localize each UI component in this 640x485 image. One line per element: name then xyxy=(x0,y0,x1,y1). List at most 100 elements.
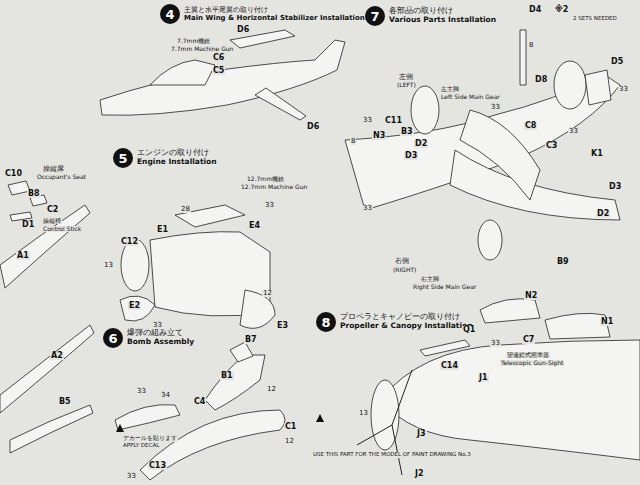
step-title-text: Engine Installation xyxy=(137,158,217,167)
callout-number: 33 xyxy=(264,202,275,209)
part-label: 右主脚 xyxy=(420,276,440,282)
part-label: Occupant's Seat xyxy=(36,174,87,180)
callout-number: 8 xyxy=(350,138,356,145)
step-number: 8 xyxy=(316,312,336,332)
part-label: C7 xyxy=(522,336,535,344)
part-label: A1 xyxy=(16,252,30,260)
part-label: C8 xyxy=(524,122,537,130)
part-label: Q1 xyxy=(462,326,476,334)
part-label: C13 xyxy=(148,462,167,470)
part-label: 左主脚 xyxy=(440,86,460,92)
callout-number: 33 xyxy=(362,117,373,124)
part-label: Right Side Main Gear xyxy=(412,284,477,290)
step-heading: 8プロペラとキャノピーの取り付けPropeller & Canopy Insta… xyxy=(316,312,473,332)
callout-number: 33 xyxy=(490,104,501,111)
part-label: 7.7mm Machine Gun xyxy=(170,46,234,52)
part-label: C3 xyxy=(545,142,558,150)
part-label: C14 xyxy=(440,362,459,370)
callout-number: 33 xyxy=(126,473,137,480)
step-title-text: プロペラとキャノピーの取り付け xyxy=(340,313,473,322)
part-label: B9 xyxy=(556,258,570,266)
part-label: E3 xyxy=(276,322,289,330)
part-label: J1 xyxy=(478,374,489,382)
step-title-text: Main Wing & Horizontal Stabilizer Instal… xyxy=(184,14,365,22)
part-label: C2 xyxy=(46,206,59,214)
part-label: A2 xyxy=(50,352,64,360)
part-label: 左側 xyxy=(398,74,414,81)
part-label: C11 xyxy=(384,117,403,125)
part-label: D6 xyxy=(306,123,320,131)
step-title-text: Bomb Assembly xyxy=(127,338,194,347)
part-label: D2 xyxy=(596,210,610,218)
step-heading: 7各部品の取り付けVarious Parts Installation xyxy=(365,6,496,26)
part-label: C4 xyxy=(193,398,206,406)
step-title-text: 各部品の取り付け xyxy=(389,7,496,16)
step-title: プロペラとキャノピーの取り付けPropeller & Canopy Instal… xyxy=(340,313,473,330)
callout-number: 33 xyxy=(362,205,373,212)
part-label: B5 xyxy=(58,398,72,406)
callout-number: 12 xyxy=(266,386,277,393)
step-title-text: Various Parts Installation xyxy=(389,16,496,25)
callout-number: 13 xyxy=(358,410,369,417)
part-label: D5 xyxy=(610,58,624,66)
part-label: N2 xyxy=(524,292,538,300)
part-label: J2 xyxy=(414,470,425,478)
part-label: Telescopic Gun-Sight xyxy=(500,360,564,366)
callout-number: 12 xyxy=(262,290,273,297)
callout-number: 12 xyxy=(284,438,295,445)
step-title-text: 爆弾の組み立て xyxy=(127,329,194,338)
callout-number: 33 xyxy=(568,128,579,135)
part-label: B1 xyxy=(220,372,234,380)
step-title: エンジンの取り付けEngine Installation xyxy=(137,149,217,166)
callout-number: 33 xyxy=(618,86,629,93)
part-label: C5 xyxy=(212,67,225,75)
part-label: C6 xyxy=(212,54,225,62)
step-title: 主翼と水平尾翼の取り付けMain Wing & Horizontal Stabi… xyxy=(184,6,365,22)
part-label: E4 xyxy=(248,222,261,230)
part-label: D6 xyxy=(236,26,250,34)
part-label: 望遠鏡式照準器 xyxy=(506,352,550,358)
step-number: 4 xyxy=(160,4,180,24)
part-label: 右側 xyxy=(394,258,410,265)
part-label: (LEFT) xyxy=(396,82,417,88)
part-label: Control Stick xyxy=(42,226,82,232)
part-label: K1 xyxy=(590,150,604,158)
part-label: 12.7mm Machine Gun xyxy=(240,184,308,190)
part-label: N1 xyxy=(600,318,614,326)
part-label: D4 xyxy=(528,6,542,14)
part-label: (RIGHT) xyxy=(392,267,417,273)
step-title-text: Propeller & Canopy Installation xyxy=(340,322,473,331)
part-label: C10 xyxy=(4,170,23,178)
callout-number: 34 xyxy=(160,392,171,399)
part-label: APPLY DECAL xyxy=(122,443,160,449)
callout-number: 33 xyxy=(136,388,147,395)
part-label: デカールを貼ります xyxy=(122,436,178,442)
part-label: ※2 xyxy=(554,6,569,14)
part-label: C12 xyxy=(120,238,139,246)
part-label: B7 xyxy=(244,336,258,344)
part-label: D3 xyxy=(608,183,622,191)
callout-number: 33 xyxy=(152,322,163,329)
part-label: J3 xyxy=(416,430,427,438)
part-label: D3 xyxy=(404,152,418,160)
part-label: E2 xyxy=(128,302,141,310)
part-label: 12.7mm機銃 xyxy=(246,176,285,182)
part-label: D8 xyxy=(534,76,548,84)
step-title: 各部品の取り付けVarious Parts Installation xyxy=(389,7,496,24)
part-label: B3 xyxy=(400,128,414,136)
part-label: D2 xyxy=(414,140,428,148)
step-title: 爆弾の組み立てBomb Assembly xyxy=(127,329,194,346)
part-label: N3 xyxy=(372,132,386,140)
step-heading: 5エンジンの取り付けEngine Installation xyxy=(113,148,217,168)
part-label: D1 xyxy=(21,221,35,229)
step-title-text: 主翼と水平尾翼の取り付け xyxy=(184,6,365,14)
step-number: 6 xyxy=(103,328,123,348)
callout-number: 8 xyxy=(528,42,534,49)
callout-number: 33 xyxy=(490,340,501,347)
part-label: B8 xyxy=(27,190,41,198)
part-label: 操縦桿 xyxy=(42,218,62,224)
part-label: C1 xyxy=(284,423,297,431)
step-heading: 4主翼と水平尾翼の取り付けMain Wing & Horizontal Stab… xyxy=(160,4,365,24)
part-label: 2 SETS NEEDED xyxy=(572,16,618,22)
